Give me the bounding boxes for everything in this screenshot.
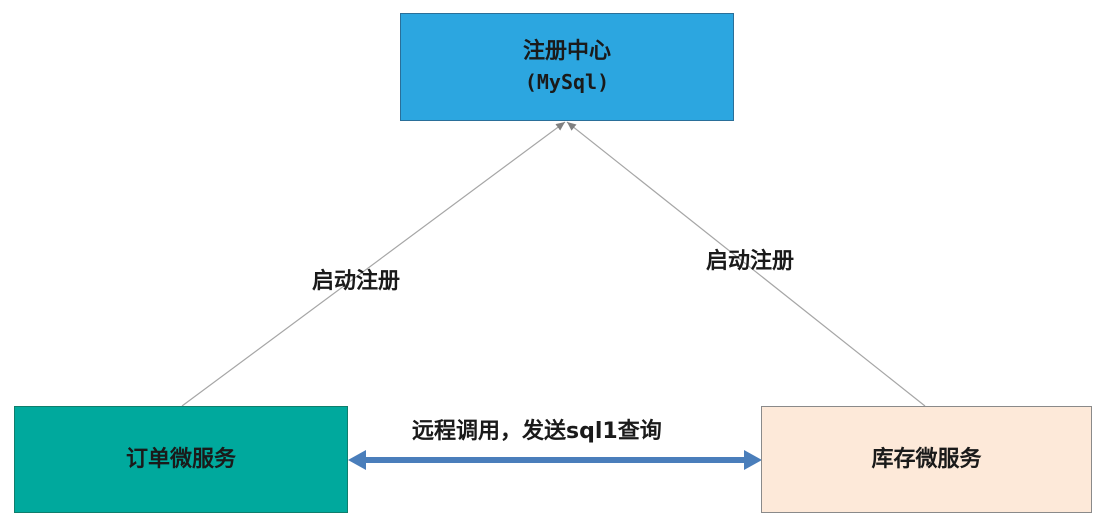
registry-center-title: 注册中心 [522, 39, 611, 64]
registry-center-subtitle: (MySql) [524, 70, 610, 94]
stock-service-node: 库存微服务 [761, 406, 1092, 513]
left-edge-label: 启动注册 [312, 269, 401, 294]
order-service-title: 订单微服务 [125, 446, 236, 472]
stock-service-title: 库存微服务 [871, 446, 982, 472]
order-service-node: 订单微服务 [14, 406, 348, 513]
left-registration-arrow [181, 121, 566, 407]
right-registration-arrow [566, 121, 926, 407]
bottom-edge-label: 远程调用，发送sql1查询 [412, 419, 662, 444]
right-edge-label: 启动注册 [706, 249, 795, 274]
registry-center-node: 注册中心 (MySql) [400, 13, 734, 121]
remote-call-double-arrow [348, 450, 762, 470]
